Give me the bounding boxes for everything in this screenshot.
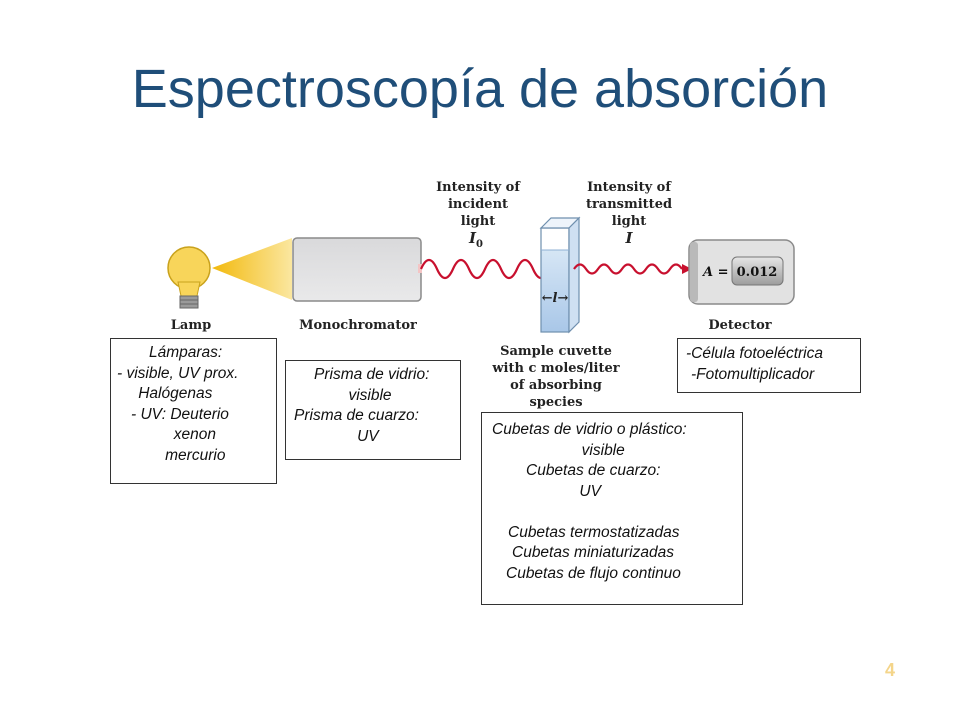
incident-light-wave — [419, 258, 551, 280]
incident-light-label: Intensity of incident light I0 — [436, 180, 521, 250]
lamp-icon — [167, 238, 292, 309]
box-line: Cubetas de vidrio o plástico: — [492, 421, 687, 438]
transmitted-light-label: Intensity of transmitted light I — [586, 180, 672, 247]
readout-display — [731, 256, 784, 286]
box-line: Prisma de vidrio: — [314, 366, 430, 383]
box-line: Cubetas de flujo continuo — [506, 564, 681, 582]
transmitted-line-3: light — [612, 214, 646, 229]
lamp-label: Lamp — [171, 318, 211, 333]
lamp-base — [179, 295, 199, 309]
transmitted-line-2: transmitted — [586, 197, 672, 212]
page-number: 4 — [885, 660, 896, 680]
box-line: Prisma de cuarzo: — [294, 407, 419, 424]
detector-label: Detector — [708, 318, 771, 333]
transmitted-light-wave — [573, 263, 683, 275]
monochromator-label: Monochromator — [299, 318, 417, 333]
monochromator — [292, 237, 422, 302]
incident-symbol: I — [468, 229, 477, 247]
incident-subscript: 0 — [476, 239, 483, 250]
transmitted-symbol: I — [624, 229, 633, 247]
box-line: xenon — [135, 426, 216, 443]
incident-line-1: Intensity of — [436, 180, 521, 195]
box-line: Lámparas: — [149, 344, 223, 361]
detector: A = 0.012 — [688, 239, 795, 305]
box-line: Halógenas — [121, 385, 213, 402]
box-line: mercurio — [135, 446, 226, 464]
cuvette-line-4: species — [529, 395, 582, 410]
cuvette-line-3: of absorbing — [510, 378, 602, 393]
box-line: UV — [314, 427, 379, 445]
absorbance-label: A = — [701, 265, 729, 280]
incident-line-3: light — [461, 214, 495, 229]
path-length-symbol: l — [553, 291, 558, 306]
box-line: -Célula fotoeléctrica — [686, 345, 823, 362]
cuvette-types-box: Cubetas de vidrio o plástico: visible Cu… — [481, 412, 743, 605]
box-line — [492, 502, 742, 523]
cuvette-line-1: Sample cuvette — [500, 344, 612, 359]
box-line: Cubetas miniaturizadas — [512, 544, 674, 561]
incident-line-2: incident — [448, 197, 508, 212]
box-line: visible — [314, 386, 392, 404]
arrow-head — [682, 264, 692, 274]
sample-cuvette: ←l→ — [539, 216, 581, 334]
box-line: visible — [530, 441, 625, 459]
box-line: Cubetas de cuarzo: — [526, 462, 661, 479]
box-line: UV — [532, 482, 601, 500]
svg-text:I0: I0 — [468, 229, 483, 250]
box-line: - UV: Deuterio — [131, 405, 229, 423]
slide-title: Espectroscopía de absorción — [131, 59, 829, 119]
svg-text:←l→: ←l→ — [542, 291, 569, 306]
detector-types-box: -Célula fotoeléctrica -Fotomultiplicador — [677, 338, 861, 393]
cuvette-caption: Sample cuvette with c moles/liter of abs… — [491, 344, 619, 410]
prism-types-box: Prisma de vidrio: visible Prisma de cuar… — [285, 360, 461, 460]
light-beam — [212, 238, 292, 300]
absorbance-value: 0.012 — [737, 265, 778, 280]
box-line: -Fotomultiplicador — [691, 365, 815, 383]
box-line: - visible, UV prox. — [117, 364, 239, 382]
transmitted-line-1: Intensity of — [587, 180, 672, 195]
box-line: Cubetas termostatizadas — [508, 523, 680, 541]
lamp-types-box: Lámparas: - visible, UV prox. Halógenas … — [110, 338, 277, 484]
cuvette-line-2: with c moles/liter — [491, 361, 619, 376]
